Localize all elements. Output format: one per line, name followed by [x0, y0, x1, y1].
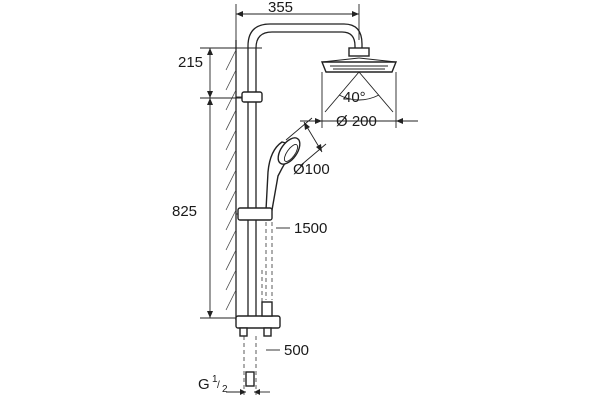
dimension-vertical-left: 215 825	[172, 47, 262, 319]
hand-diameter-label: Ø100	[293, 161, 330, 178]
hand-shower-holder	[236, 207, 273, 221]
dimension-outlet: 500	[243, 336, 309, 395]
width-top-label: 355	[268, 0, 293, 16]
spray-angle-label: 40°	[343, 89, 366, 106]
head-diameter-label: Ø 200	[336, 113, 377, 130]
spray-angle: 40°	[324, 71, 394, 113]
wall	[225, 40, 237, 320]
height-upper-label: 215	[178, 54, 203, 71]
connection-fraction-denominator: 2	[222, 384, 228, 395]
connection-fraction-numerator: 1	[212, 374, 218, 385]
shower-riser	[236, 23, 363, 318]
hose-length-label: 1500	[294, 220, 327, 237]
connection-thread: G 1 / 2	[198, 371, 270, 395]
height-main-label: 825	[172, 203, 197, 220]
outlet-height-label: 500	[284, 342, 309, 359]
dimension-head-diameter: Ø 200	[300, 72, 418, 130]
connection-fraction-separator: /	[217, 380, 220, 391]
head-shower	[320, 47, 398, 73]
shower-hose: 1500	[261, 220, 327, 305]
dimension-width-top: 355	[235, 0, 360, 40]
wall-hatching	[225, 49, 237, 311]
wall-bracket-upper	[241, 91, 263, 103]
hand-shower: Ø100	[265, 117, 330, 211]
connection-label: G	[198, 376, 210, 393]
mixer-valve	[235, 301, 281, 337]
